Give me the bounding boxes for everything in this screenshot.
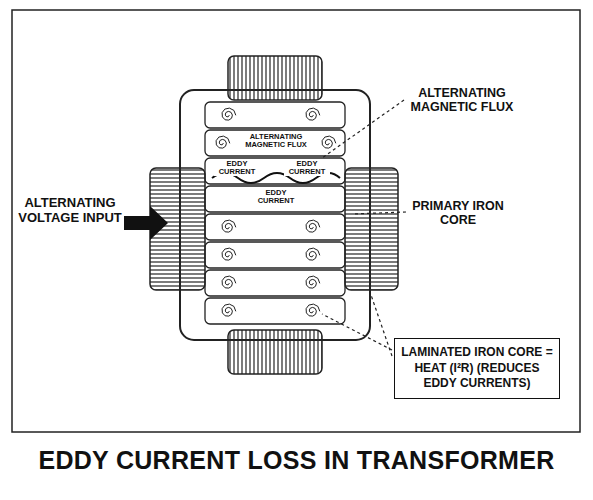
lamination-strip (205, 214, 345, 240)
callout-label: PRIMARY IRON CORE (408, 199, 508, 228)
eddy-spiral (222, 276, 236, 288)
lamination-strip (205, 186, 345, 212)
lamination-strip (205, 242, 345, 268)
eddy-spiral (306, 276, 320, 288)
input-arrow (124, 206, 168, 240)
lamination-strip (205, 158, 345, 184)
eddy-spiral (222, 220, 236, 232)
lamination-strip (205, 130, 345, 156)
right-coil (345, 168, 398, 290)
lamination-strip (205, 270, 345, 296)
bottom-coil (228, 330, 322, 374)
eddy-spiral (222, 304, 236, 316)
lamination-strip (205, 298, 345, 324)
eddy-spirals (216, 108, 336, 316)
flux-label: ALTERNATING MAGNETIC FLUX (240, 133, 312, 149)
top-coil (228, 56, 322, 100)
callout-box: LAMINATED IRON CORE = HEAT (I²R) (REDUCE… (394, 338, 560, 399)
eddy-spiral (222, 108, 236, 120)
eddy-label: EDDY CURRENT (246, 189, 306, 205)
eddy-label: EDDY CURRENT (284, 160, 330, 176)
core-outer (180, 90, 370, 340)
eddy-spiral (222, 248, 236, 260)
eddy-spiral (322, 136, 336, 148)
callout-text: LAMINATED IRON CORE = HEAT (I²R) (REDUCE… (401, 345, 553, 392)
laminations (205, 102, 345, 324)
eddy-spiral (306, 220, 320, 232)
eddy-spiral (306, 108, 320, 120)
eddy-spiral (306, 304, 320, 316)
diagram-title: EDDY CURRENT LOSS IN TRANSFORMER (0, 446, 593, 475)
eddy-label: EDDY CURRENT (214, 160, 260, 176)
eddy-spiral (216, 136, 230, 148)
frame-border (12, 10, 580, 432)
eddy-spiral (306, 248, 320, 260)
lamination-strip (205, 102, 345, 128)
leader-lines (322, 100, 406, 356)
callout-label: ALTERNATING MAGNETIC FLUX (406, 86, 518, 115)
input-label: ALTERNATING VOLTAGE INPUT (18, 196, 122, 226)
